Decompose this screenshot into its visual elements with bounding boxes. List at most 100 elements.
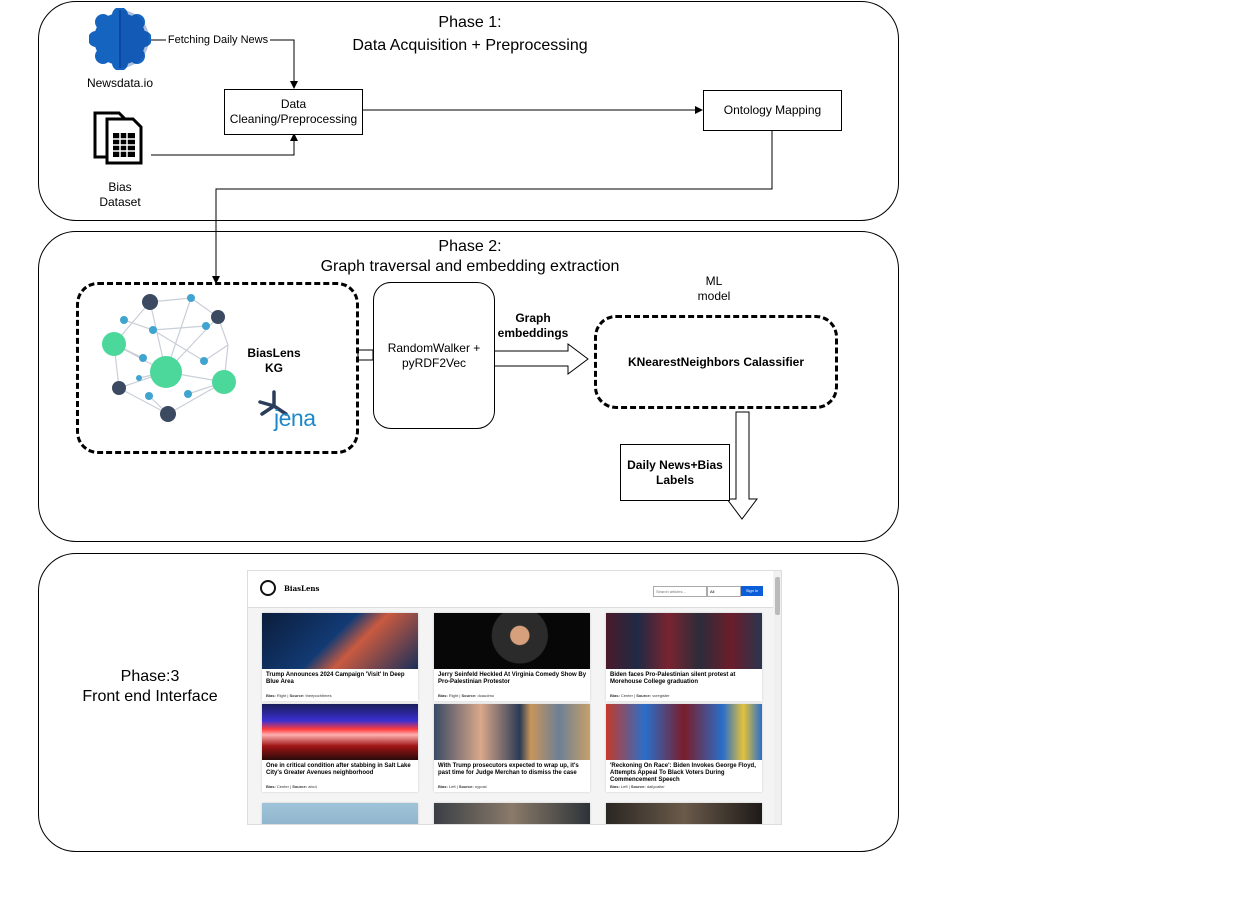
phase1-number: Phase 1: [438,14,502,31]
walker-line2: pyRDF2Vec [401,355,467,370]
news-image [606,803,762,824]
kg-label: BiasLens KG [238,346,310,376]
knn-label: KNearestNeighbors Calassifier [627,355,805,369]
source-key: Source: [458,784,474,789]
source-value: nypost [474,784,487,789]
cloud-icon [89,8,151,70]
source-value: theepochtimes [305,693,332,698]
news-meta: Bias: Left | Source: dailycaller [610,784,665,789]
news-title: Trump Announces 2024 Campaign 'Visit' In… [266,672,405,685]
bias-key: Bias: [438,693,448,698]
output-line2: Labels [655,472,694,487]
news-card-partial[interactable] [262,803,418,824]
bias-key: Bias: [610,784,620,789]
bias-key: Bias: [266,693,276,698]
scrollbar-thumb[interactable] [775,577,780,615]
source-value: abc4 [308,784,317,789]
brand-name: BiasLens [284,584,320,593]
bias-value: Left [620,784,628,789]
news-card[interactable]: One in critical condition after stabbing… [262,704,418,792]
cleaning-line1: Data [280,97,307,111]
kg-line2: KG [265,361,283,375]
source-key: Source: [289,693,305,698]
bias-key: Bias: [266,784,276,789]
bias-filter-select[interactable]: All [707,586,741,597]
embeddings-line2: embeddings [497,326,569,340]
search-input[interactable]: Search articles... [653,586,707,597]
source-key: Source: [630,784,646,789]
knowledge-graph-icon [102,294,236,422]
cleaning-box: Data Cleaning/Preprocessing [224,89,363,135]
phase3-subtitle: Front end Interface [82,688,218,705]
news-card[interactable]: 'Reckoning On Race': Biden Invokes Georg… [606,704,762,792]
bias-key: Bias: [610,693,620,698]
source-value: vcregister [652,693,670,698]
bias-value: Center [276,784,289,789]
ml-model-label: ML model [686,274,742,304]
newsdata-label: Newsdata.io [86,76,154,90]
phase2-subtitle: Graph traversal and embedding extraction [320,258,620,275]
news-card[interactable]: Jerry Seinfeld Heckled At Virginia Comed… [434,613,590,701]
bias-key: Bias: [438,784,448,789]
bias-value: Right [276,693,287,698]
news-card[interactable]: Trump Announces 2024 Campaign 'Visit' In… [262,613,418,701]
bias-dataset-label: Bias Dataset [90,180,150,210]
news-title: 'Reckoning On Race': Biden Invokes Georg… [610,763,756,783]
embeddings-line1: Graph [515,311,551,325]
kg-line1: BiasLens [247,346,301,360]
bias-value: Left [448,784,456,789]
source-value: dcaudmo [477,693,495,698]
ontology-box: Ontology Mapping [703,90,842,131]
output-line1: Daily News+Bias [627,457,723,472]
news-card[interactable]: Biden faces Pro-Palestinian silent prote… [606,613,762,701]
frontend-header: BiasLens Search articles... All Sign in [248,571,773,608]
knn-container: KNearestNeighbors Calassifier [594,315,838,409]
ml-line1: ML [705,274,723,288]
news-image [262,704,418,760]
bias-dataset-line2: Dataset [99,195,141,209]
cleaning-line2: Cleaning/Preprocessing [229,112,358,126]
news-image [434,803,590,824]
scrollbar[interactable] [774,571,781,824]
frontend-screenshot: BiasLens Search articles... All Sign in … [247,570,782,825]
news-image [434,613,590,669]
walker-box: RandomWalker + pyRDF2Vec [373,282,495,429]
phase3-number: Phase:3 [120,668,180,685]
news-title: Jerry Seinfeld Heckled At Virginia Comed… [438,672,587,685]
phase1-title: Phase 1: Data Acquisition + Preprocessin… [320,13,620,56]
news-image [606,613,762,669]
news-card-partial[interactable] [434,803,590,824]
bias-value: Center [620,693,633,698]
source-value: dailycaller [646,784,665,789]
bias-value: Right [448,693,459,698]
embeddings-label: Graph embeddings [493,311,573,341]
news-image [606,704,762,760]
source-key: Source: [461,693,477,698]
news-title: Biden faces Pro-Palestinian silent prote… [610,672,736,685]
news-meta: Bias: Right | Source: dcaudmo [438,693,495,698]
news-title: One in critical condition after stabbing… [266,763,411,776]
output-box: Daily News+Bias Labels [620,444,730,501]
source-key: Source: [636,693,652,698]
news-meta: Bias: Center | Source: vcregister [610,693,670,698]
news-card[interactable]: With Trump prosecutors expected to wrap … [434,704,590,792]
jena-logo-icon [258,390,288,416]
ml-line2: model [697,289,731,303]
phase2-title: Phase 2: Graph traversal and embedding e… [280,237,660,277]
kg-container [76,282,359,454]
news-image [262,613,418,669]
news-title: With Trump prosecutors expected to wrap … [438,763,579,776]
signin-button[interactable]: Sign in [741,586,763,596]
news-image [262,803,418,824]
bias-dataset-line1: Bias [108,180,132,194]
fetch-label: Fetching Daily News [166,33,270,48]
jena-label: Jena [274,405,316,431]
phase1-subtitle: Data Acquisition + Preprocessing [352,37,588,54]
news-image [434,704,590,760]
brand-logo-icon [260,580,276,596]
spreadsheet-icon [93,111,143,165]
news-card-partial[interactable] [606,803,762,824]
news-meta: Bias: Left | Source: nypost [438,784,487,789]
news-meta: Bias: Right | Source: theepochtimes [266,693,332,698]
